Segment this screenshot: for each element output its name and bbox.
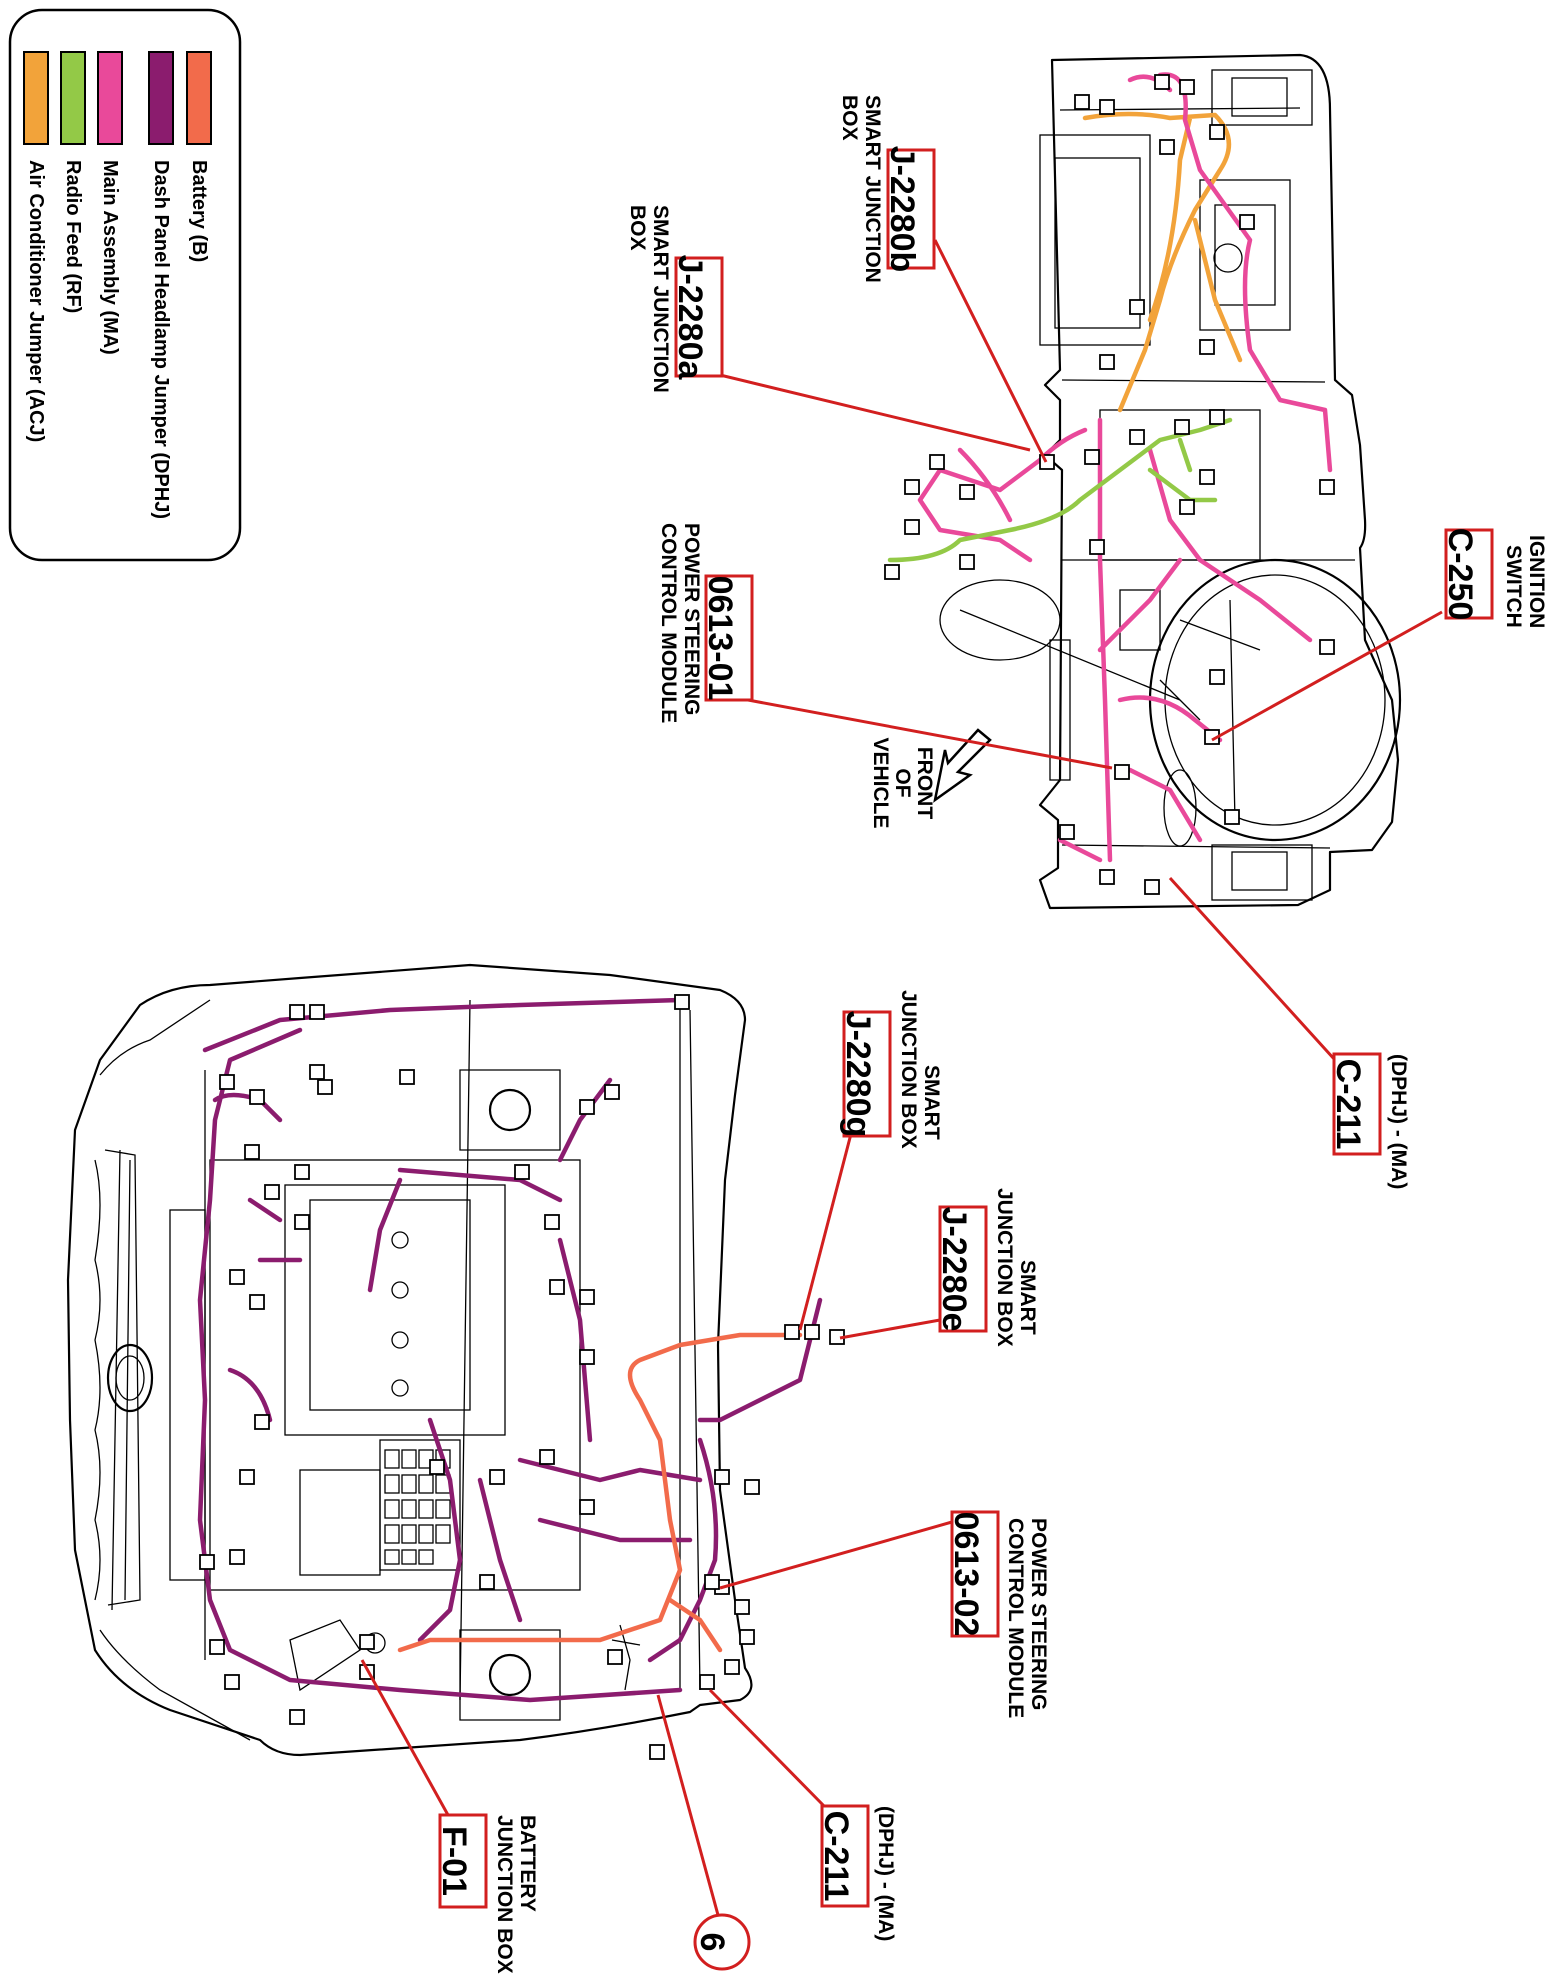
c250-label: C-250: [1441, 528, 1479, 621]
front-arrow-icon: [933, 728, 992, 803]
legend-label-acj: Air Conditioner Jumper (ACJ): [25, 160, 47, 442]
m0613-02-desc-1: POWER STEERING: [1027, 1518, 1050, 1711]
j2280e-desc-1: SMART: [1016, 1260, 1039, 1335]
m0613-02-callout-box: [950, 1510, 1000, 1638]
c211-top-callout-box: [1332, 1052, 1382, 1156]
c250-callout-box: [1444, 528, 1494, 620]
m0613-01-desc-1: POWER STEERING: [680, 523, 703, 716]
j2280b-label: J-2280b: [883, 146, 921, 273]
c211-bottom-label: C-211: [817, 1811, 855, 1902]
j2280g-callout-box: [842, 1010, 892, 1138]
ground-marker-label: 6: [693, 1933, 731, 1952]
j2280a-desc-2: BOX: [626, 205, 649, 251]
engine-compartment-drawing: [66, 963, 845, 1760]
m0613-01-label: 0613-01: [701, 576, 739, 701]
j2280a-label: J-2280a: [671, 255, 709, 381]
f01-desc-2: JUNCTION BOX: [493, 1815, 516, 1974]
legend-swatch-dphj: [148, 51, 174, 145]
ground-marker-circle: [693, 1913, 751, 1971]
c250-desc-2: SWITCH: [1502, 545, 1525, 628]
legend-label-battery: Battery (B): [188, 160, 210, 262]
legend-label-ma: Main Assembly (MA): [99, 160, 121, 355]
fuse-grid: [384, 1449, 451, 1565]
c211-top-label: C-211: [1329, 1059, 1367, 1150]
legend-swatch-rf: [60, 51, 86, 145]
f01-callout-box: [438, 1813, 488, 1909]
front-of-vehicle-label-1: FRONT: [913, 747, 936, 819]
j2280e-desc-2: JUNCTION BOX: [993, 1188, 1016, 1347]
legend-swatch-acj: [23, 51, 49, 145]
legend-label-rf: Radio Feed (RF): [62, 160, 84, 313]
f01-desc-1: BATTERY: [516, 1815, 539, 1912]
front-of-vehicle-label-2: OF: [891, 768, 914, 797]
j2280g-desc-2: JUNCTION BOX: [897, 990, 920, 1149]
j2280b-desc-2: BOX: [838, 95, 861, 141]
c211-bottom-desc: (DPHJ) - (MA): [874, 1806, 897, 1941]
j2280b-callout-box: [886, 148, 936, 270]
legend-swatch-battery: [186, 51, 212, 145]
dash-panel-drawing: FRONT OF VEHICLE: [869, 53, 1402, 910]
j2280a-desc-1: SMART JUNCTION: [649, 205, 672, 393]
legend-swatch-ma: [97, 51, 123, 145]
m0613-02-label: 0613-02: [947, 1512, 985, 1637]
c250-desc-1: IGNITION: [1525, 535, 1548, 628]
dash-connectors: [884, 74, 1335, 895]
j2280a-callout-box: [674, 256, 724, 378]
callouts: J-2280b SMART JUNCTION BOX J-2280a SMART…: [360, 95, 1548, 1974]
m0613-01-callout-box: [704, 574, 754, 702]
f01-label: F-01: [435, 1826, 473, 1896]
m0613-01-desc-2: CONTROL MODULE: [657, 523, 680, 723]
c211-bottom-callout-box: [820, 1804, 870, 1908]
front-of-vehicle-label-3: VEHICLE: [869, 737, 892, 828]
legend-label-dphj: Dash Panel Headlamp Jumper (DPHJ): [150, 160, 172, 519]
j2280e-label: J-2280e: [935, 1207, 973, 1332]
legend-frame: [8, 8, 242, 562]
legend: Battery (B) Dash Panel Headlamp Jumper (…: [8, 8, 242, 562]
m0613-02-desc-2: CONTROL MODULE: [1004, 1518, 1027, 1718]
j2280g-desc-1: SMART: [920, 1065, 943, 1140]
j2280g-label: J-2280g: [839, 1011, 877, 1138]
engine-connectors: [199, 994, 845, 1760]
j2280e-callout-box: [938, 1205, 988, 1333]
c211-top-desc: (DPHJ) - (MA): [1387, 1054, 1410, 1189]
j2280b-desc-1: SMART JUNCTION: [861, 95, 884, 283]
